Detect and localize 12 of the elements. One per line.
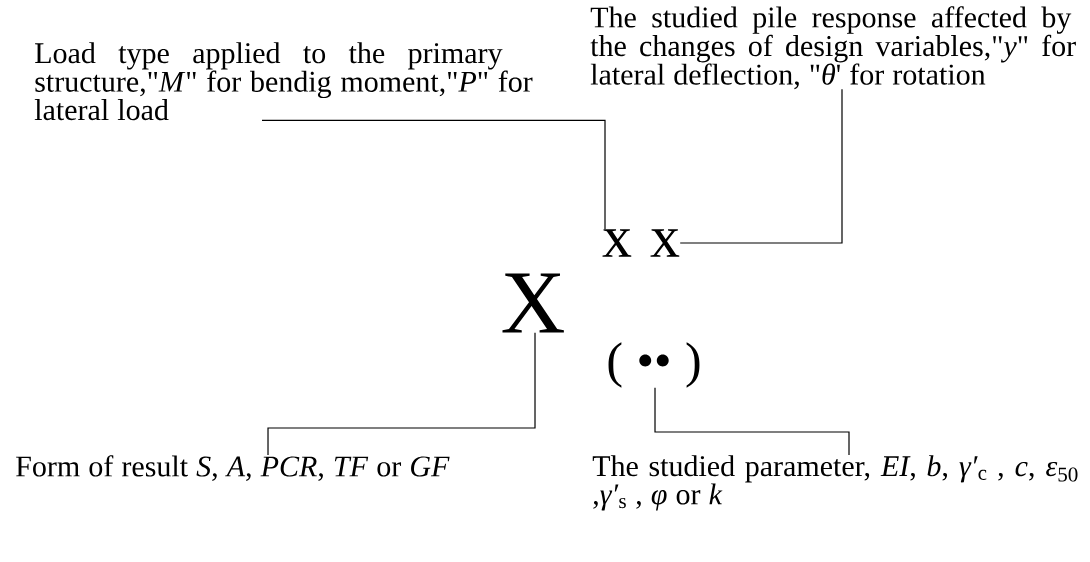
leader-line [261,119,606,230]
symbol-letter: X [502,273,564,333]
leader-line [679,88,843,244]
superscript-letter: x [602,229,632,257]
subscript-dots: ( •• ) [608,342,700,388]
leader-line [654,387,850,456]
callout-text: The studied pile response affected by the changes of design variables,"y" for lateral deflection, "θ' for rotation [590,6,1076,90]
leader-line [267,332,536,456]
callout-text: The studied parameter, EI, b, γ′$_{c}$ , c, ε$_{50}$ ,γ′$_{s}$ , φ or k [592,455,1078,511]
superscript-letter: x [650,229,680,257]
callout-text: Form of result S, A, PCR, TF or GF [16,455,450,481]
callout-text: Load type applied to the primary structure,"M" for bendig moment,"P" for lateral load [34,42,533,121]
